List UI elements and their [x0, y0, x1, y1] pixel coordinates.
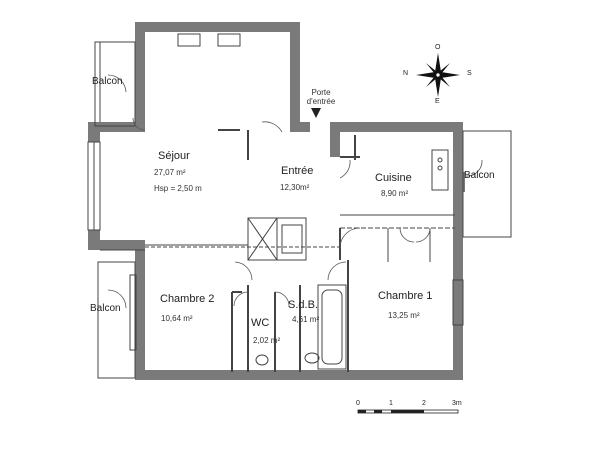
- chambre1-name: Chambre 1: [378, 290, 433, 302]
- chambre2-area: 10,64 m²: [161, 314, 193, 323]
- balcon-label-bottom-left: Balcon: [90, 303, 121, 314]
- entree-door-label: Porte d'entrée: [306, 88, 336, 106]
- scale-tick-2: 2: [422, 400, 426, 407]
- walls: [88, 22, 465, 380]
- wc-area: 2,02 m²: [253, 336, 281, 345]
- compass-n: N: [403, 70, 409, 77]
- chambre2-name: Chambre 2: [160, 293, 215, 305]
- sejour-area: 27,07 m²: [154, 168, 186, 177]
- wc-name: WC: [251, 317, 270, 329]
- compass-o: O: [435, 44, 441, 51]
- balcon-label-right: Balcon: [464, 170, 495, 181]
- scale-tick-0: 0: [356, 400, 360, 407]
- cuisine-name: Cuisine: [375, 172, 412, 184]
- entree-name: Entrée: [281, 165, 314, 177]
- sdb-name: S.d.B.: [288, 299, 318, 311]
- cuisine-area: 8,90 m²: [381, 189, 409, 198]
- compass-rose-icon: [416, 53, 460, 97]
- compass-e: E: [435, 98, 440, 105]
- scale-tick-3m: 3m: [452, 400, 462, 407]
- scale-tick-1: 1: [389, 400, 393, 407]
- scale-bar: [357, 409, 459, 414]
- entree-area: 12,30m²: [280, 183, 310, 192]
- compass-s: S: [467, 70, 472, 77]
- chambre1-area: 13,25 m²: [388, 311, 420, 320]
- sejour-name: Séjour: [158, 150, 190, 162]
- door-arcs: [107, 74, 483, 309]
- entrance-arrow: [311, 108, 321, 118]
- thin-lines: [87, 33, 512, 379]
- sdb-area: 4,61 m²: [292, 315, 320, 324]
- sejour-hsp: Hsp = 2,50 m: [154, 184, 202, 193]
- balcon-label-top-left: Balcon: [92, 76, 123, 87]
